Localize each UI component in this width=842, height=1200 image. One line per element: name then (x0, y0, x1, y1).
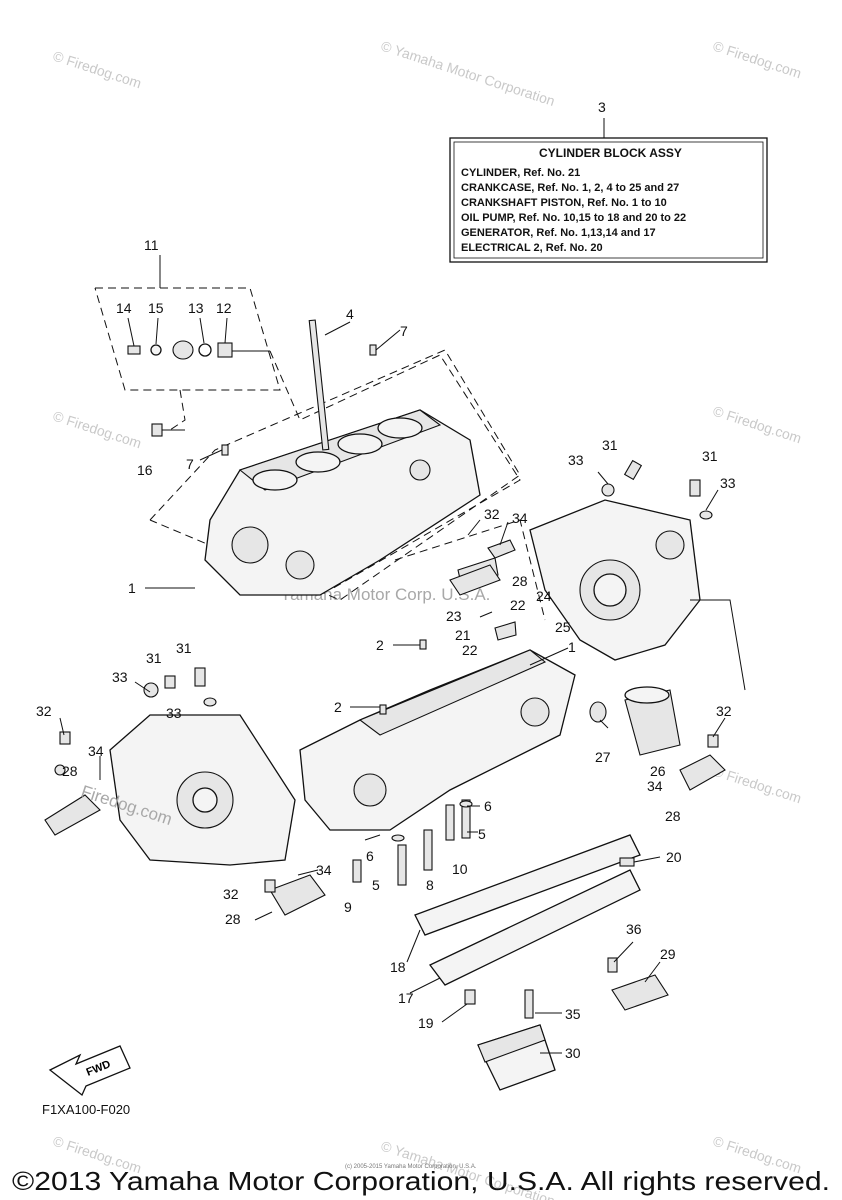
callout: 18 (390, 959, 406, 975)
callout: 12 (216, 300, 232, 316)
callout: 4 (346, 306, 354, 322)
callout: 36 (626, 921, 642, 937)
callout: 32 (716, 703, 732, 719)
assy-info-box: 3 CYLINDER BLOCK ASSY CYLINDER, Ref. No.… (449, 99, 768, 263)
watermark: © Firedog.com (711, 38, 803, 82)
fwd-arrow: FWD (48, 1045, 131, 1097)
assy-line: GENERATOR, Ref. No. 1,13,14 and 17 (461, 227, 656, 239)
callout: 8 (426, 877, 434, 893)
assy-line: CRANKCASE, Ref. No. 1, 2, 4 to 25 and 27 (461, 182, 679, 194)
callout: 15 (148, 300, 164, 316)
callout: 6 (484, 798, 492, 814)
callout: 22 (510, 597, 526, 613)
assy-title: CYLINDER BLOCK ASSY (539, 146, 682, 160)
callout: 33 (166, 705, 182, 721)
watermark: © Yamaha Motor Corporation (379, 38, 557, 109)
assy-line: CRANKSHAFT PISTON, Ref. No. 1 to 10 (461, 197, 667, 209)
callout: 2 (334, 699, 342, 715)
oil-pan (414, 834, 641, 1005)
assy-line: ELECTRICAL 2, Ref. No. 20 (461, 242, 603, 254)
callout: 32 (36, 703, 52, 719)
callout: 27 (595, 749, 611, 765)
watermark: © Firedog.com (51, 48, 143, 92)
callout: 14 (116, 300, 132, 316)
callout: 34 (512, 510, 528, 526)
right-cover (529, 459, 746, 756)
callout: 33 (112, 669, 128, 685)
callout: 9 (344, 899, 352, 915)
callout: 10 (452, 861, 468, 877)
copyright-notice: ©2013 Yamaha Motor Corporation, U.S.A. A… (12, 1166, 830, 1196)
callout: 6 (366, 848, 374, 864)
assy-line: OIL PUMP, Ref. No. 10,15 to 18 and 20 to… (461, 212, 686, 224)
callout: 23 (446, 608, 462, 624)
callout: 28 (665, 808, 681, 824)
callouts: 11 14 15 13 12 4 7 16 7 33 31 31 33 32 3… (36, 237, 736, 1061)
callout: 7 (186, 456, 194, 472)
callout: 33 (568, 452, 584, 468)
callout: 35 (565, 1006, 581, 1022)
callout: 17 (398, 990, 414, 1006)
callout: 5 (372, 877, 380, 893)
callout: 33 (720, 475, 736, 491)
callout: 19 (418, 1015, 434, 1031)
watermark: © Firedog.com (711, 403, 803, 447)
callout: 31 (176, 640, 192, 656)
cylinder-block (149, 319, 521, 601)
callout: 25 (555, 619, 571, 635)
callout: 7 (400, 323, 408, 339)
callout: 2 (376, 637, 384, 653)
callout: 31 (146, 650, 162, 666)
callout: 28 (62, 763, 78, 779)
callout: 26 (650, 763, 666, 779)
callout: 20 (666, 849, 682, 865)
callout: 11 (144, 237, 159, 253)
bottom-parts (477, 957, 669, 1091)
callout: 1 (568, 639, 576, 655)
watermark: © Firedog.com (51, 408, 143, 452)
callout: 22 (462, 642, 478, 658)
callout: 32 (484, 506, 500, 522)
leader-lines (59, 317, 726, 1054)
left-cover (44, 667, 296, 866)
group-box-11 (94, 255, 281, 431)
callout: 34 (316, 862, 332, 878)
callout: 31 (702, 448, 718, 464)
callout: 5 (478, 826, 486, 842)
callout: 32 (223, 886, 239, 902)
callout: 30 (565, 1045, 581, 1061)
callout: 24 (536, 588, 552, 604)
callout-3: 3 (598, 99, 606, 115)
callout: 34 (88, 743, 104, 759)
diagram-code: F1XA100-F020 (42, 1102, 130, 1117)
callout: 29 (660, 946, 676, 962)
engine-mounts (264, 539, 726, 916)
callout: 16 (137, 462, 153, 478)
callout: 31 (602, 437, 618, 453)
small-parts-12-16 (127, 340, 521, 591)
assy-line: CYLINDER, Ref. No. 21 (461, 167, 580, 179)
callout: 21 (455, 627, 471, 643)
fine-print: (c) 2005-2015 Yamaha Motor Corporation, … (345, 1164, 477, 1170)
callout: 13 (188, 300, 204, 316)
callout: 28 (225, 911, 241, 927)
callout: 34 (647, 778, 663, 794)
callout: 28 (512, 573, 528, 589)
callout: 1 (128, 580, 136, 596)
center-watermark: Yamaha Motor Corp. U.S.A. (280, 585, 490, 604)
